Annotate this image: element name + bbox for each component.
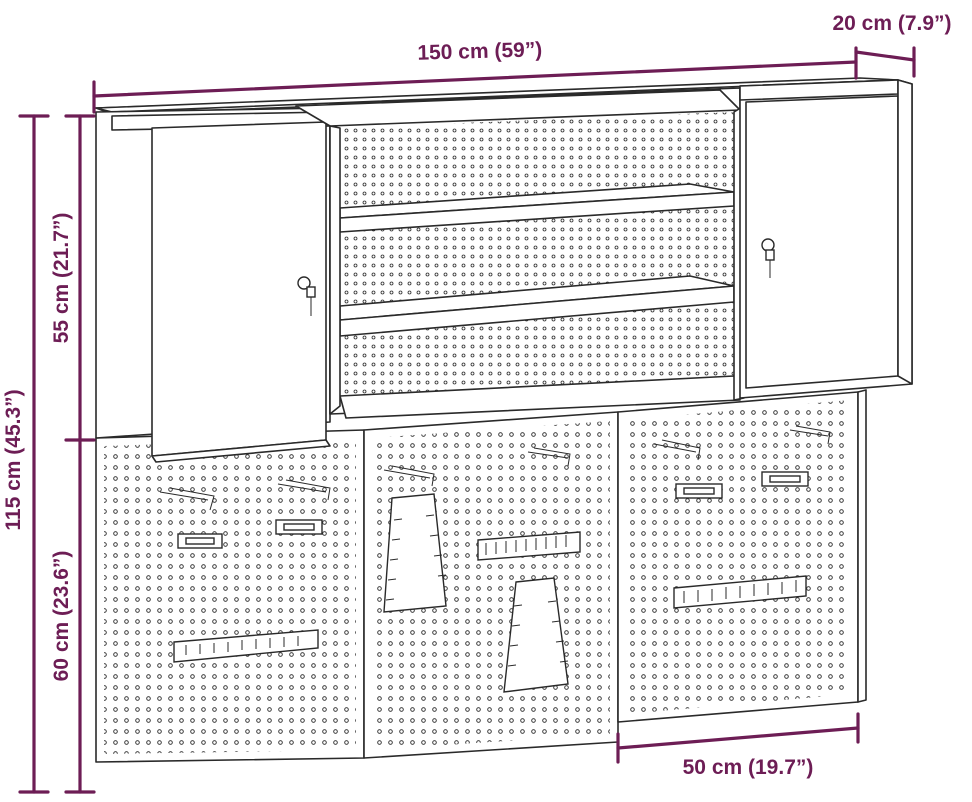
dimension-label-cabinet-height: 55 cm (21.7”) [50,213,73,344]
dimension-label-pegboard-height: 60 cm (23.6”) [50,551,73,682]
tool-holder-icon [761,471,809,487]
dimension-pegboard-height: 60 cm (23.6”) [50,438,96,794]
tool-holder-icon [503,577,569,693]
wrench-rack-icon [477,531,581,561]
left-cabinet-door[interactable] [151,121,327,457]
dimension-total-width: 150 cm (59”) [92,38,858,114]
tool-holder-icon [275,519,323,535]
lock-icon [761,238,775,278]
tool-holder-icon [383,493,447,613]
dimension-label-depth: 20 cm (7.9”) [832,12,951,35]
wrench-rack-icon [673,575,807,609]
hook-icon [383,465,435,487]
dimension-panel-width: 50 cm (19.7”) [616,712,860,779]
middle-shelving [295,87,745,419]
hook-icon [277,479,331,501]
wrench-rack-icon [173,629,319,663]
dimension-label-width: 150 cm (59”) [417,38,542,64]
dimension-annotations: 150 cm (59”) 20 cm (7.9”) 115 cm (45.3”)… [2,12,952,794]
lock-icon [297,276,316,316]
tool-holder-icon [675,483,723,499]
pegboard-panel-left [95,429,365,763]
dimension-depth: 20 cm (7.9”) [832,12,952,78]
pegboard-group [95,389,867,763]
dimension-cabinet-height: 55 cm (21.7”) [50,114,96,442]
wall-cabinet-unit [95,77,913,463]
hook-icon [527,447,571,467]
tool-holder-icon [177,533,223,549]
right-cabinet [739,79,913,399]
dimension-label-panel-width: 50 cm (19.7”) [683,756,814,779]
hook-icon [789,425,831,445]
dimension-total-height: 115 cm (45.3”) [2,114,50,794]
left-cabinet [95,107,331,463]
hook-icon [653,439,701,461]
dimension-label-total-height: 115 cm (45.3”) [2,389,25,530]
hook-icon [159,487,215,511]
